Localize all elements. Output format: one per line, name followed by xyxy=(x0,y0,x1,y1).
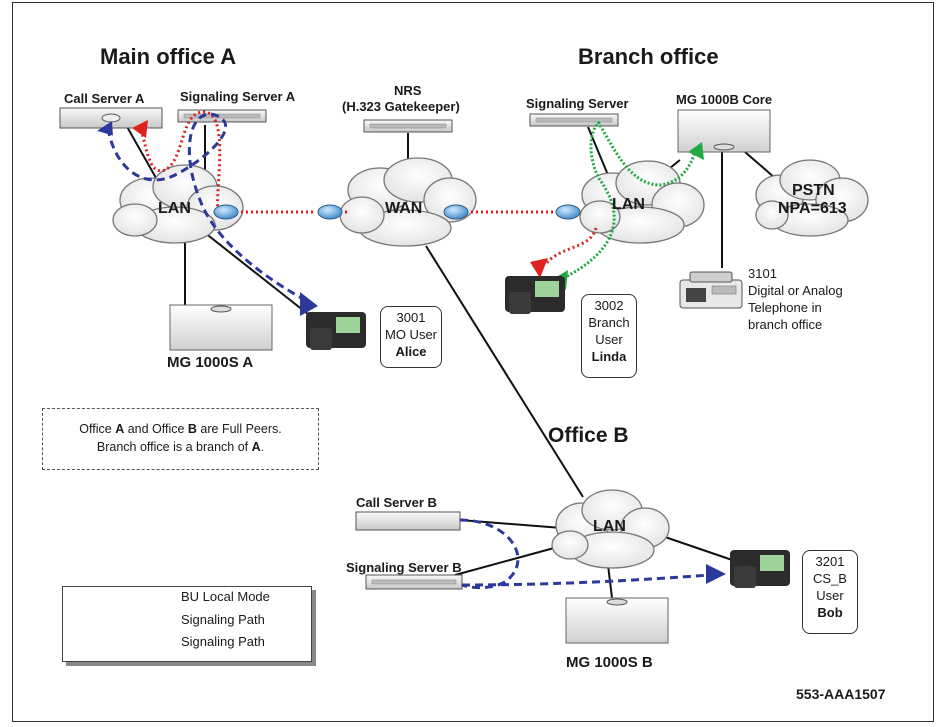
blue-arrowhead-call-server-a xyxy=(97,121,113,136)
phone-icon-alice[interactable] xyxy=(306,312,366,350)
red-arrowhead-call-server-a xyxy=(132,120,148,138)
figure-frame xyxy=(12,2,934,722)
analog-line2: Telephone in xyxy=(748,299,822,315)
legend-item-bu-local: BU Local Mode xyxy=(63,588,311,608)
mg1000s-a-box[interactable] xyxy=(169,304,273,351)
label-wan: WAN xyxy=(385,200,423,217)
peer-note-box: Office A and Office B are Full Peers. Br… xyxy=(42,408,319,470)
label-nrs-gatekeeper: (H.323 Gatekeeper) xyxy=(342,99,460,114)
call-server-a[interactable] xyxy=(59,107,163,129)
alice-name: Alice xyxy=(395,343,427,359)
title-branch-office: Branch office xyxy=(578,44,719,69)
phone-icon-bob[interactable] xyxy=(730,550,790,588)
note-line2: Branch office is a branch of A. xyxy=(96,439,265,454)
mg1000s-b-box[interactable] xyxy=(565,597,669,644)
label-call-server-b: Call Server B xyxy=(356,495,437,510)
green-bu-path xyxy=(559,120,698,282)
blue-arrowhead-alice xyxy=(300,292,318,316)
mg1000b-core-box[interactable] xyxy=(677,109,771,153)
blue-signaling-path-b xyxy=(459,518,711,590)
alice-role: MO User xyxy=(385,326,437,342)
alice-ext: 3001 xyxy=(396,310,426,325)
blue-signaling-path-a xyxy=(106,112,306,302)
analog-ext: 3101 xyxy=(748,266,777,281)
user-box-alice: 3001 MO User Alice xyxy=(380,306,442,368)
bob-role2: User xyxy=(816,587,844,603)
legend-item-blue-signaling: Signaling Path xyxy=(63,611,311,631)
label-signaling-server-b: Signaling Server B xyxy=(346,560,462,575)
linda-ext: 3002 xyxy=(594,298,624,313)
red-signaling-path-branch xyxy=(543,227,598,266)
lan-branch-cloud xyxy=(579,160,705,244)
analog-line3: branch office xyxy=(748,316,823,332)
red-arrowhead-linda xyxy=(530,258,548,278)
label-pstn-npa: NPA=613 xyxy=(778,200,847,217)
legend-label: BU Local Mode xyxy=(181,589,270,604)
call-server-b[interactable] xyxy=(355,511,461,531)
bob-name: Bob xyxy=(817,604,843,620)
linda-role2: User xyxy=(595,331,623,347)
label-signaling-server-a: Signaling Server A xyxy=(180,89,296,104)
label-pstn: PSTN xyxy=(792,182,835,199)
green-arrowhead-core xyxy=(688,142,704,160)
linda-role1: Branch xyxy=(588,314,630,330)
pstn-cloud xyxy=(755,159,869,237)
user-box-bob: 3201 CS_B User Bob xyxy=(802,550,858,634)
analog-phone-icon[interactable] xyxy=(679,271,743,309)
analog-phone-label: 3101 Digital or Analog Telephone in bran… xyxy=(748,266,843,334)
bob-role1: CS_B xyxy=(813,570,847,586)
phone-icon-linda[interactable] xyxy=(505,276,565,314)
legend: BU Local Mode Signaling Path Signaling P… xyxy=(62,586,312,662)
legend-label: Signaling Path xyxy=(181,634,265,649)
legend-label: Signaling Path xyxy=(181,612,265,627)
label-mg1000s-b: MG 1000S B xyxy=(566,654,653,671)
label-signaling-server-branch: Signaling Server xyxy=(526,96,629,111)
user-box-linda: 3002 Branch User Linda xyxy=(581,294,637,378)
nrs-server[interactable] xyxy=(363,119,453,133)
label-call-server-a: Call Server A xyxy=(64,91,145,106)
label-mg1000b-core: MG 1000B Core xyxy=(676,92,773,107)
title-office-b: Office B xyxy=(548,424,629,447)
label-lan-a: LAN xyxy=(158,200,191,217)
label-nrs: NRS xyxy=(394,83,422,98)
blue-arrowhead-bob xyxy=(706,564,726,584)
signaling-server-b[interactable] xyxy=(365,574,463,590)
legend-item-red-signaling: Signaling Path xyxy=(63,633,311,653)
red-signaling-path-a xyxy=(138,110,222,213)
label-mg1000s-a: MG 1000S A xyxy=(167,354,254,371)
title-main-office: Main office A xyxy=(100,44,237,69)
router-icons xyxy=(213,204,581,220)
bob-ext: 3201 xyxy=(815,554,845,569)
label-lan-branch: LAN xyxy=(612,196,645,213)
lan-b-cloud xyxy=(551,489,670,569)
linda-name: Linda xyxy=(591,348,627,364)
note-line1: Office A and Office B are Full Peers. xyxy=(79,422,282,436)
analog-line1: Digital or Analog xyxy=(748,282,843,298)
label-lan-b: LAN xyxy=(593,518,626,535)
figure-id: 553-AAA1507 xyxy=(796,686,886,702)
signaling-server-branch[interactable] xyxy=(529,113,619,127)
